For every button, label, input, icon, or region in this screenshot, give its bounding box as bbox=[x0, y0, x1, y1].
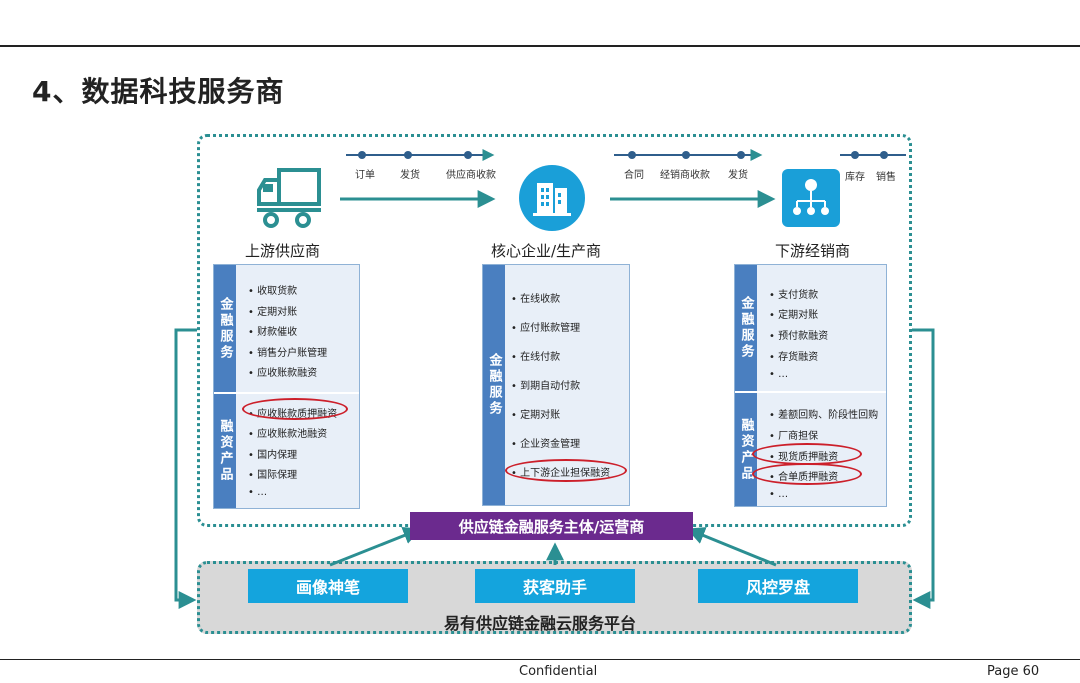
right-bracket bbox=[912, 328, 935, 609]
downstream-panel: 金融服务 融资产品 支付货款 定期对账 预付款融资 存货融资 … 差额回购、阶段… bbox=[734, 264, 887, 507]
flow-label: 经销商收款 bbox=[660, 170, 710, 181]
tool-risk-button: 风控罗盘 bbox=[698, 569, 858, 603]
upstream-panel: 金融服务 融资产品 收取货款 定期对账 财款催收 销售分户账管理 应收账款融资 … bbox=[213, 264, 360, 509]
flow-label: 合同 bbox=[624, 170, 644, 181]
list-item: 在线付款 bbox=[511, 348, 560, 363]
list-item: 定期对账 bbox=[769, 306, 818, 321]
arrow-tool1-to-operator bbox=[329, 526, 422, 567]
footer-confidential: Confidential bbox=[519, 664, 598, 679]
list-item: 到期自动付款 bbox=[511, 377, 580, 392]
upstream-services-title: 金融服务 bbox=[214, 265, 236, 392]
list-item: 定期对账 bbox=[511, 406, 560, 421]
platform-name: 易有供应链金融云服务平台 bbox=[443, 614, 636, 633]
node-upstream: 上游供应商 bbox=[245, 242, 321, 260]
list-item: 预付款融资 bbox=[769, 327, 828, 342]
upstream-products-title: 融资产品 bbox=[214, 394, 236, 508]
top-rule bbox=[0, 45, 1080, 47]
node-downstream: 下游经销商 bbox=[775, 242, 851, 260]
list-item: 财款催收 bbox=[248, 323, 297, 338]
page-title: 4、数据科技服务商 bbox=[32, 75, 285, 108]
tool-acquisition-button: 获客助手 bbox=[475, 569, 635, 603]
downstream-products-title: 融资产品 bbox=[735, 393, 757, 506]
bottom-rule bbox=[0, 659, 1080, 660]
list-item: 差额回购、阶段性回购 bbox=[769, 406, 878, 421]
list-item: 国际保理 bbox=[248, 466, 297, 481]
left-bracket bbox=[174, 328, 197, 609]
tool-portrait-button: 画像神笔 bbox=[248, 569, 408, 603]
list-item: 应收账款池融资 bbox=[248, 425, 327, 440]
highlight-oval bbox=[752, 443, 862, 465]
flow-label: 订单 bbox=[355, 170, 375, 181]
list-item: … bbox=[769, 369, 788, 380]
list-item: 国内保理 bbox=[248, 446, 297, 461]
node-core: 核心企业/生产商 bbox=[491, 242, 602, 260]
operator-box: 供应链金融服务主体/运营商 bbox=[410, 512, 693, 540]
list-item: 企业资金管理 bbox=[511, 435, 580, 450]
truck-icon bbox=[257, 168, 321, 228]
core-services-title: 金融服务 bbox=[483, 265, 505, 505]
arrow-tool3-to-operator bbox=[686, 527, 777, 567]
flow-label: 销售 bbox=[876, 172, 896, 183]
list-item: 厂商担保 bbox=[769, 427, 818, 442]
list-item: … bbox=[769, 489, 788, 500]
downstream-services-title: 金融服务 bbox=[735, 265, 757, 391]
page-number: Page 60 bbox=[987, 664, 1040, 679]
building-icon bbox=[519, 165, 585, 231]
list-item: 存货融资 bbox=[769, 348, 818, 363]
list-item: 应收账款融资 bbox=[248, 364, 317, 379]
flow-label: 发货 bbox=[400, 170, 420, 181]
list-item: 支付货款 bbox=[769, 286, 818, 301]
list-item: 销售分户账管理 bbox=[248, 344, 327, 359]
list-item: 应付账款管理 bbox=[511, 319, 580, 334]
highlight-oval bbox=[752, 463, 862, 485]
highlight-oval bbox=[242, 398, 348, 420]
network-icon bbox=[782, 169, 840, 227]
list-item: 定期对账 bbox=[248, 303, 297, 318]
list-item: 在线收款 bbox=[511, 290, 560, 305]
highlight-oval bbox=[505, 459, 627, 482]
flow-label: 库存 bbox=[845, 172, 865, 183]
flow-label: 供应商收款 bbox=[446, 170, 496, 181]
flow-label: 发货 bbox=[728, 170, 748, 181]
list-item: … bbox=[248, 487, 267, 498]
list-item: 收取货款 bbox=[248, 282, 297, 297]
